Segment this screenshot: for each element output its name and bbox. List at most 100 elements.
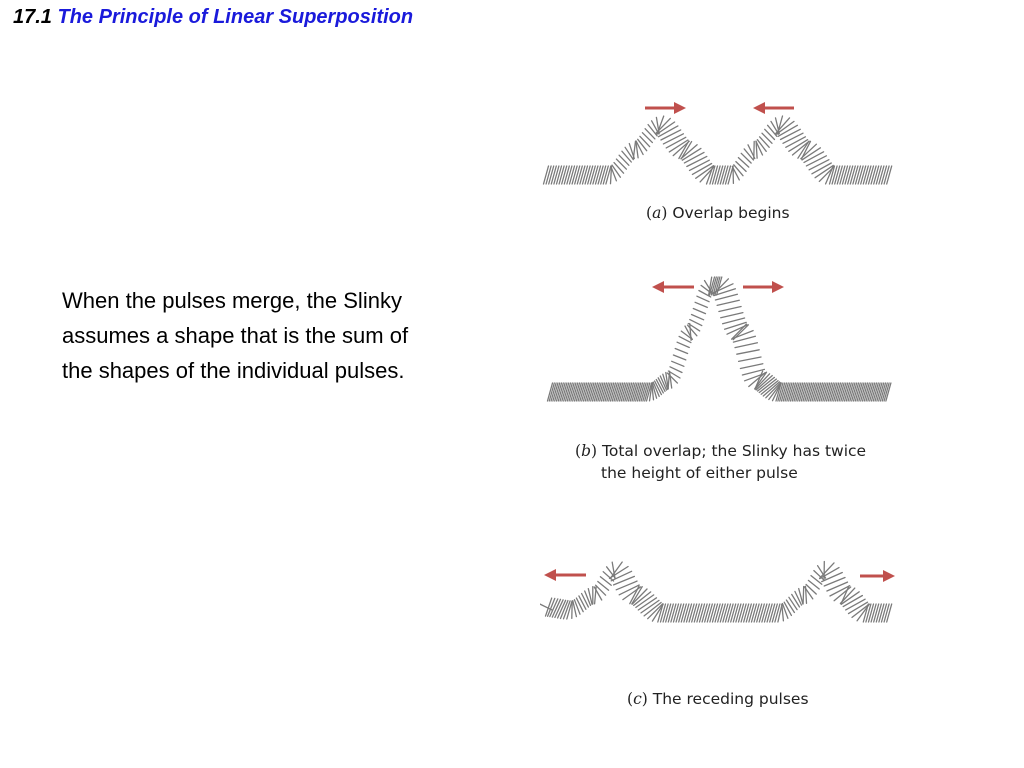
slinky-coil-loop bbox=[758, 378, 777, 394]
slinky-coil-loop bbox=[798, 382, 806, 402]
slinky-coil-loop bbox=[797, 382, 804, 402]
slinky-coil-loop bbox=[633, 382, 640, 402]
slinky-coil-loop bbox=[849, 165, 856, 185]
slinky-coil-loop bbox=[724, 603, 732, 623]
slinky-coil-loop bbox=[782, 382, 789, 402]
slinky-coil-loop bbox=[745, 603, 752, 623]
slinky-coil-loop bbox=[652, 381, 660, 398]
slinky-coil-loop bbox=[886, 165, 893, 185]
slinky-coil-loop bbox=[794, 590, 803, 606]
slinky-coil-loop bbox=[783, 601, 793, 617]
slinky-coil-loop bbox=[590, 382, 597, 402]
slinky-coil-loop bbox=[653, 380, 663, 396]
slinky-coil-loop bbox=[672, 354, 687, 361]
slinky-coil-loop bbox=[618, 154, 630, 166]
slinky-coil-loop bbox=[698, 289, 712, 298]
slinky-coil-loop bbox=[842, 382, 849, 402]
slinky-coil-loop bbox=[802, 382, 809, 402]
slinky-coil-loop bbox=[732, 603, 739, 623]
slinky-coil-loop bbox=[764, 128, 776, 141]
slinky-coil-loop bbox=[568, 382, 575, 402]
slinky-coil-loop bbox=[743, 148, 755, 161]
slinky-coil-loop bbox=[807, 579, 820, 590]
caption-letter: b bbox=[581, 442, 591, 460]
slinky-coil-loop bbox=[719, 165, 726, 185]
slinky-coil-loop bbox=[785, 136, 807, 148]
slinky-coil-loop bbox=[555, 382, 563, 402]
arrow-right-icon bbox=[860, 570, 895, 582]
arrow-left-icon bbox=[544, 569, 586, 581]
slinky-coil-loop bbox=[828, 165, 836, 185]
slinky-coil-loop bbox=[600, 165, 607, 185]
slinky-coil-loop bbox=[574, 165, 581, 185]
slinky-coil-loop bbox=[608, 382, 615, 402]
slinky-coil-loop bbox=[777, 124, 799, 137]
slinky-coil-loop bbox=[836, 382, 843, 402]
slinky-coil-loop bbox=[756, 376, 776, 392]
slinky-coil-loop bbox=[867, 165, 875, 185]
slinky-coil-loop bbox=[548, 165, 555, 185]
slinky-coil-loop bbox=[597, 165, 604, 185]
slinky-coil-loop bbox=[875, 165, 882, 185]
slinky-coil-loop bbox=[696, 603, 703, 623]
slinky-coil-loop bbox=[627, 382, 635, 402]
slinky-coil-loop bbox=[775, 117, 791, 135]
slinky-coil-loop bbox=[711, 165, 719, 185]
slinky-coil-loop bbox=[762, 381, 781, 397]
slinky-coil-loop bbox=[883, 382, 890, 402]
slinky-coil-loop bbox=[717, 603, 724, 623]
arrow-left-icon bbox=[652, 281, 694, 293]
slinky-coil-loop bbox=[662, 603, 669, 623]
slide-title: 17.1 The Principle of Linear Superpositi… bbox=[13, 6, 413, 29]
slinky-coil-loop bbox=[800, 143, 818, 160]
slinky-coil-loop bbox=[549, 598, 559, 618]
slinky-coil-loop bbox=[657, 125, 679, 138]
slinky-coil-loop bbox=[600, 382, 608, 402]
slinky-coil-loop bbox=[758, 603, 765, 623]
slinky-coil-loop bbox=[561, 165, 568, 185]
slinky-coil-loop bbox=[640, 599, 660, 614]
slinky-coil-loop bbox=[613, 382, 620, 402]
slinky-coil-loop bbox=[813, 569, 825, 581]
slinky-coil-loop bbox=[563, 165, 570, 185]
slinky-coil-loop bbox=[553, 165, 560, 185]
arrow-right-icon bbox=[645, 102, 686, 114]
slinky-coil-loop bbox=[873, 603, 880, 623]
slinky-coil-a bbox=[542, 115, 893, 185]
slinky-coil-loop bbox=[714, 293, 739, 301]
arrow-right-icon bbox=[743, 281, 784, 293]
slinky-coil-loop bbox=[781, 602, 789, 619]
body-paragraph: When the pulses merge, the Slinky assume… bbox=[62, 283, 482, 389]
slinky-coil-loop bbox=[863, 382, 870, 402]
caption-letter: c bbox=[633, 690, 642, 708]
slinky-coil-loop bbox=[579, 165, 586, 185]
slinky-coil-loop bbox=[865, 165, 872, 185]
slinky-coil-loop bbox=[791, 140, 810, 156]
slinky-coil-loop bbox=[779, 382, 786, 402]
slinky-coil-loop bbox=[807, 382, 815, 402]
slinky-coil-loop bbox=[829, 585, 851, 597]
slinky-coil-loop bbox=[847, 601, 869, 615]
slinky-coil-loop bbox=[854, 165, 862, 185]
slinky-coil-loop bbox=[788, 139, 809, 152]
slinky-coil-loop bbox=[709, 165, 716, 185]
slinky-coil-loop bbox=[696, 295, 710, 303]
section-number: 17.1 bbox=[13, 6, 52, 28]
slinky-coil-loop bbox=[573, 382, 581, 402]
slinky-coil-loop bbox=[880, 165, 888, 185]
slinky-coil-loop bbox=[674, 347, 689, 355]
slinky-coil-loop bbox=[651, 382, 655, 401]
slinky-coil-loop bbox=[615, 158, 628, 170]
slinky-coil-loop bbox=[695, 165, 715, 179]
slinky-coil-loop bbox=[775, 382, 782, 402]
slinky-coil-loop bbox=[836, 165, 843, 185]
slinky-coil-loop bbox=[704, 603, 711, 623]
slinky-coil-loop bbox=[599, 576, 612, 586]
slinky-coil-loop bbox=[862, 165, 869, 185]
slinky-coil-loop bbox=[580, 592, 590, 608]
slinky-coil-loop bbox=[740, 603, 747, 623]
slinky-coil-loop bbox=[714, 165, 721, 185]
slinky-coil-loop bbox=[805, 155, 828, 167]
slinky-coil-loop bbox=[861, 382, 869, 402]
slinky-coil-loop bbox=[711, 283, 734, 294]
